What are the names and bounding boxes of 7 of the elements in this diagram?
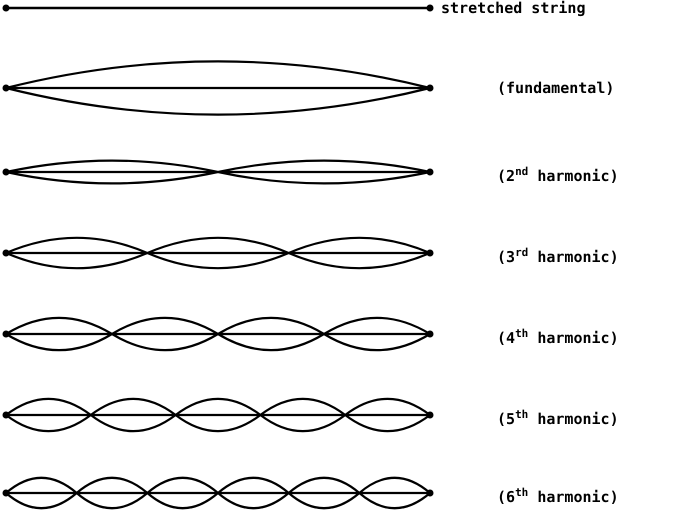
wave-label: (5$^{th}$ harmonic) (497, 407, 619, 428)
wave-label: (3$^{rd}$ harmonic) (497, 245, 619, 266)
wave-label: (4$^{th}$ harmonic) (497, 326, 619, 347)
wave-label: (2$^{nd}$ harmonic) (497, 164, 619, 185)
wave-label: (fundamental) (497, 79, 614, 97)
wave-label: (6$^{th}$ harmonic) (497, 485, 619, 506)
wave-label: stretched string (441, 0, 586, 17)
